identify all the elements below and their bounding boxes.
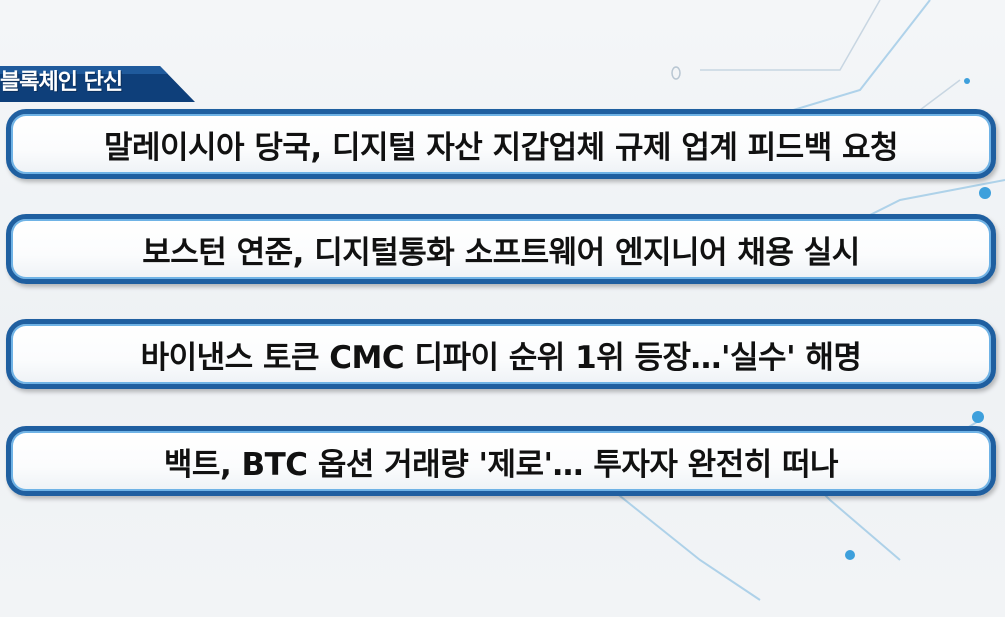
headline-text: 보스턴 연준, 디지털통화 소프트웨어 엔지니어 채용 실시 [142, 234, 860, 271]
section-title: 블록체인 단신 [0, 70, 123, 95]
headline-box-4: 백트, BTC 옵션 거래량 '제로'… 투자자 완전히 떠나 [6, 426, 996, 496]
headline-box-2: 보스턴 연준, 디지털통화 소프트웨어 엔지니어 채용 실시 [6, 214, 996, 284]
section-tab [0, 66, 195, 102]
headline-box-3: 바이낸스 토큰 CMC 디파이 순위 1위 등장…'실수' 해명 [6, 319, 996, 389]
headline-text: 말레이시아 당국, 디지털 자산 지갑업체 규제 업계 피드백 요청 [103, 129, 899, 166]
headline-text: 바이낸스 토큰 CMC 디파이 순위 1위 등장…'실수' 해명 [140, 339, 862, 376]
headline-text: 백트, BTC 옵션 거래량 '제로'… 투자자 완전히 떠나 [163, 446, 839, 483]
headline-box-1: 말레이시아 당국, 디지털 자산 지갑업체 규제 업계 피드백 요청 [6, 109, 996, 179]
section-tab-shape [0, 66, 195, 102]
